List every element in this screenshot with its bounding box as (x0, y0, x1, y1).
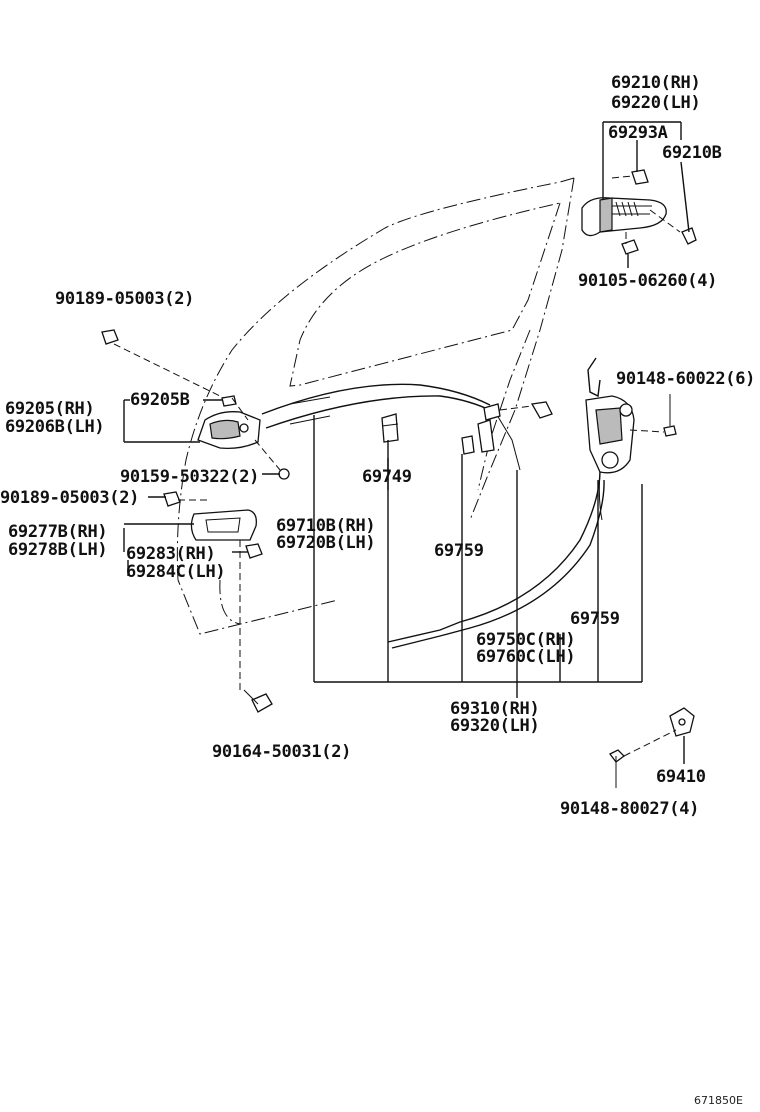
door-outline (176, 177, 575, 635)
label-90189-top: 90189-05003(2) (55, 289, 194, 309)
label-69293a: 69293A (608, 123, 668, 143)
label-69759-right: 69759 (570, 609, 620, 629)
bezel-69277b (190, 509, 257, 541)
label-69278b: 69278B(LH) (8, 540, 107, 560)
dashed-leaders (113, 175, 681, 757)
leader-lines (123, 399, 685, 764)
label-69220: 69220(LH) (611, 93, 700, 113)
part-labels: 69210(RH) 69220(LH) 69293A 69210B 90105-… (0, 73, 755, 1107)
handle-cap-69293a (631, 169, 649, 185)
label-90148-lock: 90148-60022(6) (616, 369, 755, 389)
label-69410: 69410 (656, 767, 706, 787)
screw-90148-striker (609, 749, 625, 788)
label-90189-bottom: 90189-05003(2) (0, 488, 139, 508)
bolt-90105 (621, 239, 639, 255)
label-90164: 90164-50031(2) (212, 742, 351, 762)
label-90148-striker: 90148-80027(4) (560, 799, 699, 819)
label-69759-left: 69759 (434, 541, 484, 561)
label-69310: 69310(RH) (450, 699, 539, 719)
label-69710b: 69710B(RH) (276, 516, 375, 536)
label-69205: 69205(RH) (5, 399, 94, 419)
striker-69410 (669, 707, 695, 737)
clip-69749 (381, 413, 399, 443)
label-69210b: 69210B (662, 143, 722, 163)
screw-90148-lock (663, 394, 677, 437)
cables (261, 383, 605, 649)
door-lock (585, 357, 635, 521)
label-69206b: 69206B(LH) (5, 417, 104, 437)
cap-90189-bottom (163, 491, 181, 507)
label-69205b: 69205B (130, 390, 190, 410)
clip-69759-right (530, 401, 553, 419)
cover-69283 (245, 543, 263, 559)
figure-code: 671850E (694, 1094, 743, 1107)
label-69760c: 69760C(LH) (476, 647, 575, 667)
screw-90159 (278, 468, 290, 480)
clip-69759-left (461, 435, 475, 455)
outside-handle (581, 197, 667, 237)
label-69320: 69320(LH) (450, 716, 539, 736)
label-69283: 69283(RH) (126, 544, 215, 564)
label-69284c: 69284C(LH) (126, 562, 225, 582)
label-69277b: 69277B(RH) (8, 522, 107, 542)
label-90159: 90159-50322(2) (120, 467, 259, 487)
inside-handle (197, 411, 261, 450)
screw-90164 (243, 689, 273, 713)
leader-lines-top-right (602, 121, 690, 268)
label-90105: 90105-06260(4) (578, 271, 717, 291)
label-69210: 69210(RH) (611, 73, 700, 93)
rod-clip (477, 403, 501, 453)
cap-90189-top (101, 329, 119, 345)
label-69749: 69749 (362, 467, 412, 487)
label-69720b: 69720B(LH) (276, 533, 375, 553)
label-69750c: 69750C(RH) (476, 630, 575, 650)
